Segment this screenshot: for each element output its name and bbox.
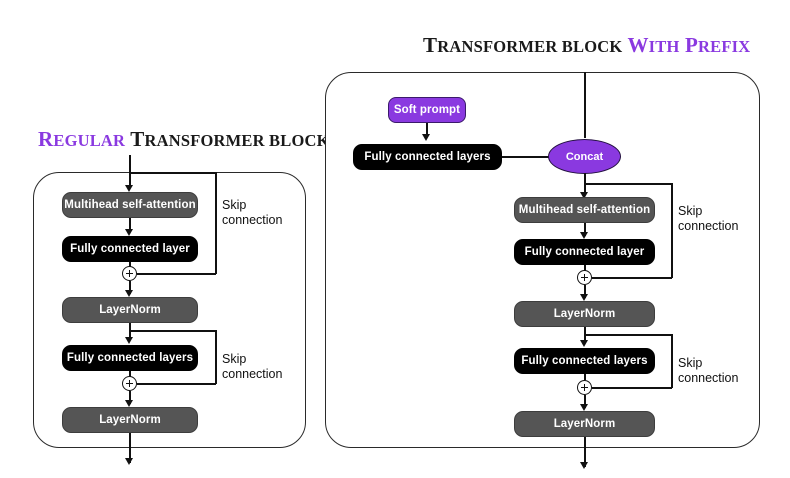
left-line-fc-to-plus1 [129,262,131,268]
right-node-multihead-self-attention: Multihead self-attention [514,197,655,223]
right-node-layernorm-1: LayerNorm [514,301,655,327]
right-arrowhead-concat-to-attention [580,192,588,199]
right-skip-label-1: Skip connection [678,204,739,233]
right-skip1-top-line [584,183,672,185]
left-layernorm2-label: LayerNorm [99,414,161,426]
right-line-fclayers-to-plus2 [584,374,586,380]
left-line-plus1-to-ln1 [129,281,131,294]
left-skip-label-1: Skip connection [222,198,283,227]
right-line-plus1-to-ln1 [584,285,586,298]
right-node-prefix-fully-connected-layers: Fully connected layers [353,144,502,170]
left-skip1-right-line [215,172,217,274]
right-title-word1-rest: RANSFORMER BLOCK [437,37,623,56]
left-arrowhead-ln1-to-fclayers [125,337,133,344]
left-input-arrowhead [125,185,133,192]
left-add-junction-2 [122,376,137,391]
right-fc-layers-label: Fully connected layers [521,355,648,367]
right-output-arrowhead [580,462,588,469]
left-title-word1-cap: R [38,127,54,151]
right-concat-label: Concat [565,150,604,163]
left-add-junction-1 [122,266,137,281]
left-arrowhead-plus1-to-ln1 [125,290,133,297]
right-line-fc-to-plus1 [584,265,586,271]
left-line-attention-to-fc [129,218,131,232]
right-arrowhead-plus1-to-ln1 [580,294,588,301]
right-line-softprompt-to-fc [426,123,428,137]
right-arrowhead-softprompt-to-fc [422,134,430,141]
right-fc-layer-label: Fully connected layer [524,246,645,258]
left-title-word2-rest: RANSFORMER BLOCK [144,131,330,150]
right-node-concat: Concat [548,139,621,174]
left-line-plus2-to-ln2 [129,391,131,404]
left-skip1-top-line [129,172,216,174]
left-diagram-title: REGULAR TRANSFORMER BLOCK [38,127,330,152]
right-node-layernorm-2: LayerNorm [514,411,655,437]
left-attention-label: Multihead self-attention [64,199,196,211]
right-title-word2-rest: ITH [648,37,680,56]
left-skip2-top-line [129,330,216,332]
right-arrowhead-attention-to-fc [580,232,588,239]
right-diagram-title: TRANSFORMER BLOCK WITH PREFIX [423,33,750,58]
left-title-word1-rest: EGULAR [53,131,126,150]
left-output-arrowhead [125,458,133,465]
left-node-fully-connected-layer: Fully connected layer [62,236,198,262]
right-skip2-top-line [584,334,672,336]
right-soft-prompt-label: Soft prompt [393,104,461,116]
right-node-fully-connected-layer: Fully connected layer [514,239,655,265]
right-title-word3-cap: P [685,33,699,57]
right-layernorm1-label: LayerNorm [553,308,616,320]
right-prefix-fc-layers-label: Fully connected layers [364,151,491,163]
right-attention-label: Multihead self-attention [518,204,651,216]
right-title-word3-rest: REFIX [698,37,751,56]
right-add-junction-1 [577,270,592,285]
right-arrowhead-ln1-to-fclayers [580,340,588,347]
left-node-layernorm-2: LayerNorm [62,407,198,433]
left-fc-layers-label: Fully connected layers [66,352,194,364]
left-arrowhead-attention-to-fc [125,229,133,236]
left-arrowhead-plus2-to-ln2 [125,400,133,407]
right-arrowhead-plus2-to-ln2 [580,404,588,411]
left-skip-label-2: Skip connection [222,352,283,381]
right-skip1-right-line [671,183,673,278]
right-skip1-bottom-line [592,277,672,279]
left-skip2-bottom-line [137,383,216,385]
left-input-line [129,155,131,187]
right-line-fc-to-concat [502,156,552,158]
left-line-fclayers-to-plus2 [129,371,131,377]
right-input-line [584,72,586,138]
right-layernorm2-label: LayerNorm [553,418,616,430]
left-node-multihead-self-attention: Multihead self-attention [62,192,198,218]
right-line-plus2-to-ln2 [584,395,586,408]
right-node-soft-prompt: Soft prompt [388,97,466,123]
right-skip2-right-line [671,334,673,388]
right-skip-label-2: Skip connection [678,356,739,385]
right-skip2-bottom-line [592,387,672,389]
right-title-word1-cap: T [423,33,438,57]
left-layernorm1-label: LayerNorm [99,304,161,316]
right-line-attention-to-fc [584,223,586,236]
left-fc-layer-label: Fully connected layer [70,243,190,255]
left-skip1-bottom-line [137,273,216,275]
left-skip2-right-line [215,330,217,384]
right-add-junction-2 [577,380,592,395]
left-node-layernorm-1: LayerNorm [62,297,198,323]
left-node-fully-connected-layers: Fully connected layers [62,345,198,371]
left-title-word2-cap: T [130,127,145,151]
right-output-line [584,437,586,467]
left-output-line [129,433,131,463]
right-node-fully-connected-layers: Fully connected layers [514,348,655,374]
right-title-word2-cap: W [627,33,649,57]
